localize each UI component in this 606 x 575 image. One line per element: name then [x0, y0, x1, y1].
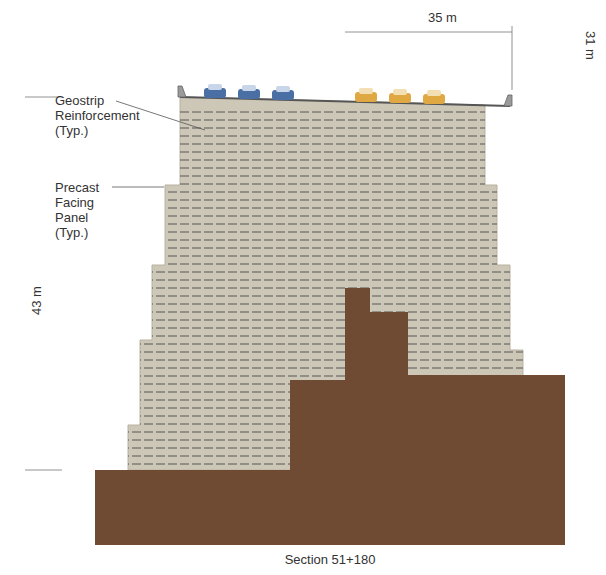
geostrip-line	[120, 312, 530, 313]
geostrip-line	[120, 360, 530, 361]
geostrip-line	[120, 160, 530, 161]
geostrip-line	[120, 200, 530, 201]
geostrip-line	[120, 256, 530, 257]
caption: Section 51+180	[285, 552, 376, 567]
car	[204, 84, 226, 98]
geostrip-line	[120, 280, 530, 281]
geostrip-line	[120, 328, 530, 329]
road-surface	[180, 97, 510, 106]
barrier	[178, 86, 186, 97]
geostrip-line	[120, 144, 530, 145]
geostrip-line	[120, 344, 530, 345]
leader-line	[112, 187, 164, 188]
geostrip-line	[120, 128, 530, 129]
geostrip-line	[120, 368, 530, 369]
dimension-line	[345, 32, 512, 33]
geostrip-line	[120, 320, 530, 321]
geostrip-line	[120, 120, 530, 121]
geostrip-line	[120, 352, 530, 353]
geostrip-line	[120, 176, 530, 177]
dimension-tick	[25, 470, 62, 471]
geostrip-line	[120, 168, 530, 169]
geostrip-line	[120, 304, 530, 305]
geostrip-line	[120, 336, 530, 337]
geostrip-line	[120, 264, 530, 265]
geostrip-line	[120, 232, 530, 233]
car	[389, 89, 411, 103]
geostrip-line	[120, 248, 530, 249]
callout-label: Geostrip Reinforcement (Typ.)	[55, 93, 150, 138]
callout-label: Precast Facing Panel (Typ.)	[55, 180, 115, 240]
car	[272, 86, 294, 100]
geostrip-line	[120, 112, 530, 113]
geostrip-line	[120, 224, 530, 225]
dimension-tick	[512, 26, 513, 90]
car	[423, 90, 445, 104]
car	[238, 85, 260, 99]
geostrip-line	[120, 216, 530, 217]
geostrip-line	[120, 296, 530, 297]
geostrip-line	[120, 192, 530, 193]
dimension-label: 31 m	[583, 31, 598, 60]
geostrip-line	[120, 240, 530, 241]
geostrip-line	[120, 208, 530, 209]
car	[355, 88, 377, 102]
geostrip-line	[120, 152, 530, 153]
geostrip-line	[120, 288, 530, 289]
dimension-label: 43 m	[29, 286, 44, 315]
dimension-label: 35 m	[428, 10, 488, 25]
geostrip-line	[120, 272, 530, 273]
natural-ground	[95, 288, 565, 545]
geostrip-line	[120, 136, 530, 137]
barrier	[504, 95, 512, 106]
geostrip-line	[120, 184, 530, 185]
